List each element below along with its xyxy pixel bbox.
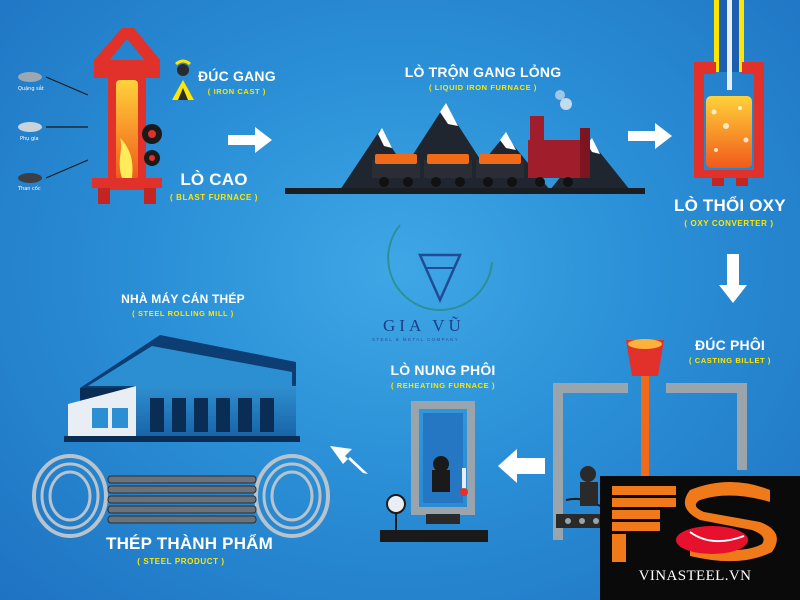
liquid-iron-furnace-subtitle: ( LIQUID IRON FURNACE ) <box>429 83 537 92</box>
casting-billet-title: ĐÚC PHÔI <box>694 337 766 353</box>
steel-rolling-mill-title: NHÀ MÁY CÁN THÉP <box>121 292 245 306</box>
blast-furnace-icon <box>92 28 162 204</box>
watermark-brand: GIA VŨ <box>383 316 465 335</box>
liquid-iron-furnace-title: LÒ TRỘN GANG LỎNG <box>404 64 562 80</box>
iron-cast-worker-icon <box>172 59 194 100</box>
blast-furnace-label: LÒ CAO ( BLAST FURNACE ) <box>170 170 258 202</box>
steel-rolling-mill-subtitle: ( STEEL ROLLING MILL ) <box>132 309 234 318</box>
raw-material-piles <box>18 72 89 183</box>
input-label-coke: Than cốc <box>18 186 41 192</box>
oxy-converter-title: LÒ THỔI OXY <box>674 196 786 215</box>
arrow-casting-to-reheat <box>498 449 545 483</box>
oxy-converter-subtitle: ( OXY CONVERTER ) <box>684 219 774 228</box>
arrow-reheat-to-product <box>330 446 368 474</box>
arrow-mixer-to-converter <box>628 123 672 149</box>
watermark-tagline: STEEL & METAL COMPANY <box>372 337 460 342</box>
casting-billet-label: ĐÚC PHÔI ( CASTING BILLET ) <box>670 337 790 365</box>
reheating-furnace-title: LÒ NUNG PHÔI <box>390 362 496 378</box>
watermark-emblem <box>387 224 493 312</box>
arrow-furnace-to-mixer <box>228 127 272 153</box>
casting-billet-icon <box>553 339 747 540</box>
reheating-furnace-icon <box>380 401 488 542</box>
liquid-iron-furnace-label: LÒ TRỘN GANG LỎNG ( LIQUID IRON FURNACE … <box>388 64 578 92</box>
input-label-iron-ore: Quặng sắt <box>18 86 44 92</box>
iron-cast-title: ĐÚC GANG <box>198 68 276 84</box>
steel-product-icon <box>32 454 330 538</box>
vinasteel-logo-text: VINASTEEL.VN <box>638 568 752 584</box>
liquid-iron-train-scene <box>285 90 645 194</box>
steel-product-label: THÉP THÀNH PHẨM ( STEEL PRODUCT ) <box>106 534 274 566</box>
steel-product-title: THÉP THÀNH PHẨM <box>106 534 274 553</box>
reheating-furnace-label: LÒ NUNG PHÔI ( REHEATING FURNACE ) <box>388 362 498 390</box>
iron-cast-subtitle: ( IRON CAST ) <box>207 87 267 96</box>
arrow-converter-to-casting <box>719 254 747 303</box>
casting-billet-subtitle: ( CASTING BILLET ) <box>688 356 772 365</box>
oxy-converter-label: LÒ THỔI OXY ( OXY CONVERTER ) <box>674 196 786 228</box>
iron-cast-label: ĐÚC GANG ( IRON CAST ) <box>198 68 276 96</box>
input-label-additives: Phụ gia <box>20 136 39 142</box>
steel-product-subtitle: ( STEEL PRODUCT ) <box>137 557 225 566</box>
blast-furnace-title: LÒ CAO <box>180 170 248 189</box>
reheating-furnace-subtitle: ( REHEATING FURNACE ) <box>390 381 496 390</box>
blast-furnace-subtitle: ( BLAST FURNACE ) <box>170 193 258 202</box>
steel-rolling-mill-icon <box>64 335 300 442</box>
oxy-converter-icon <box>694 0 764 186</box>
vinasteel-logo <box>600 476 800 600</box>
steel-rolling-mill-label: NHÀ MÁY CÁN THÉP ( STEEL ROLLING MILL ) <box>108 292 258 318</box>
